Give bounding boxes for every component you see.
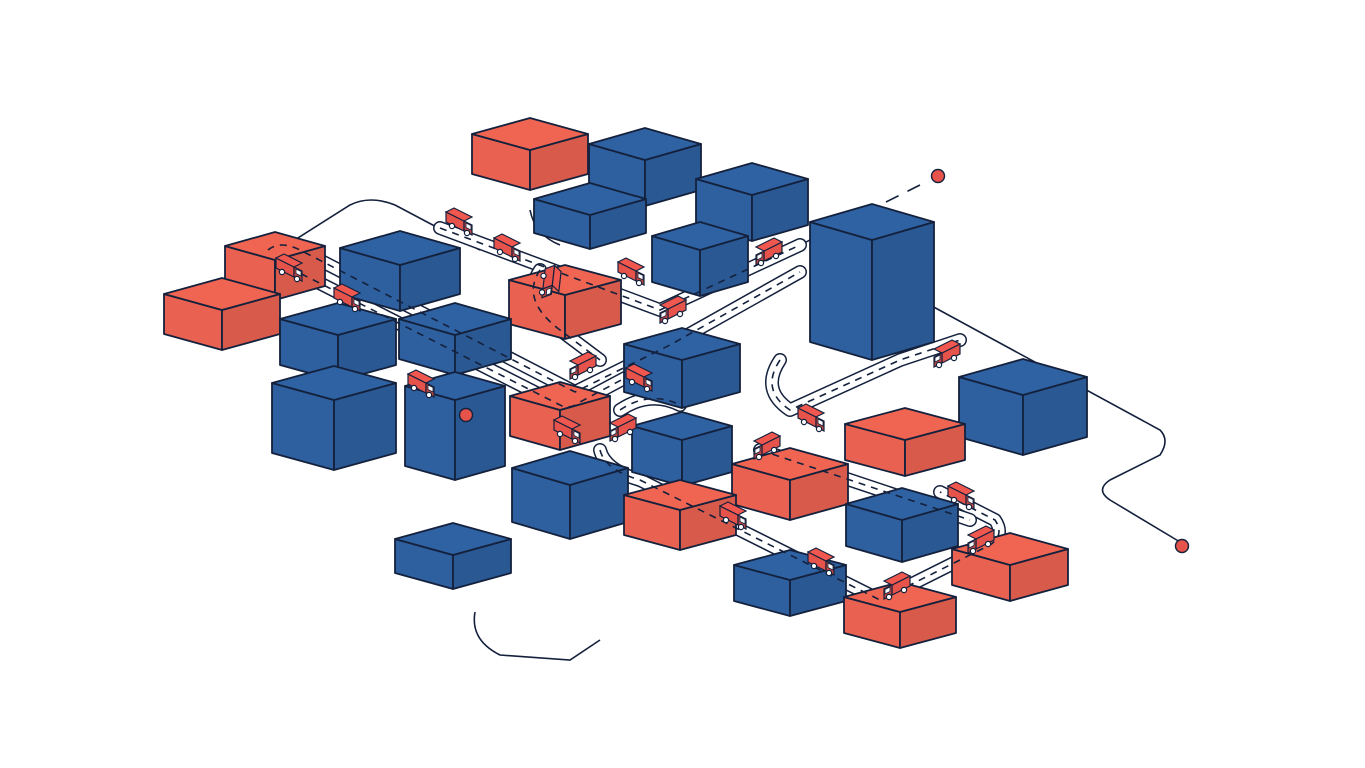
road-center-line	[619, 397, 681, 411]
delivery-van-icon	[806, 547, 836, 577]
delivery-vans	[274, 207, 996, 601]
blue-block	[394, 522, 512, 590]
blue-block	[271, 365, 397, 471]
blue-block	[533, 182, 647, 250]
delivery-van-icon	[932, 339, 962, 369]
delivery-van-icon	[274, 253, 304, 283]
blue-block	[651, 221, 749, 297]
delivery-van-icon	[966, 525, 996, 555]
route-endpoint-dot	[1174, 538, 1190, 554]
delivery-van-icon	[608, 413, 638, 443]
route-line	[929, 304, 1181, 543]
blue-block	[631, 411, 733, 487]
route-endpoints	[458, 168, 1190, 554]
blue-block	[511, 450, 629, 540]
delivery-van-icon	[946, 481, 976, 511]
road-center-line	[277, 261, 641, 408]
red-block	[623, 479, 737, 551]
delivery-van-icon	[718, 501, 748, 531]
blue-block	[623, 327, 741, 409]
blue-block	[588, 127, 702, 207]
red-block	[843, 581, 957, 649]
road-center-line	[599, 449, 1000, 601]
delivery-van-icon	[552, 415, 582, 445]
delivery-van-icon	[752, 431, 782, 461]
blue-block	[339, 230, 461, 312]
red-block	[471, 117, 589, 191]
route-line	[473, 611, 601, 661]
red-block	[844, 407, 966, 477]
delivery-van-icon	[444, 207, 474, 237]
delivery-van-icon	[754, 237, 784, 267]
delivery-van-icon	[616, 257, 646, 287]
delivery-van-icon	[658, 295, 688, 325]
blue-block	[845, 487, 959, 563]
delivery-van-icon	[796, 403, 826, 433]
delivery-van-icon	[406, 369, 436, 399]
route-endpoint-dot	[930, 168, 946, 184]
blue-block	[279, 302, 397, 382]
delivery-van-icon	[882, 571, 912, 601]
delivery-van-icon	[332, 283, 362, 313]
red-block	[731, 447, 849, 521]
delivery-van-icon	[492, 233, 522, 263]
red-block	[508, 264, 622, 340]
delivery-van-icon	[568, 351, 598, 381]
road-center-line	[267, 244, 801, 393]
delivery-van-icon	[538, 264, 562, 299]
red-block	[163, 277, 281, 351]
route-line	[259, 199, 481, 263]
road-center-line	[759, 449, 971, 521]
delivery-van-icon	[624, 363, 654, 393]
route-lines	[259, 184, 1181, 661]
route-endpoint-dot	[458, 407, 474, 423]
blue-block	[398, 302, 512, 376]
road-center-line	[771, 339, 961, 411]
red-block	[509, 381, 611, 451]
road-center-line	[532, 269, 601, 361]
blue-block	[809, 203, 935, 361]
blue-block	[958, 358, 1088, 456]
